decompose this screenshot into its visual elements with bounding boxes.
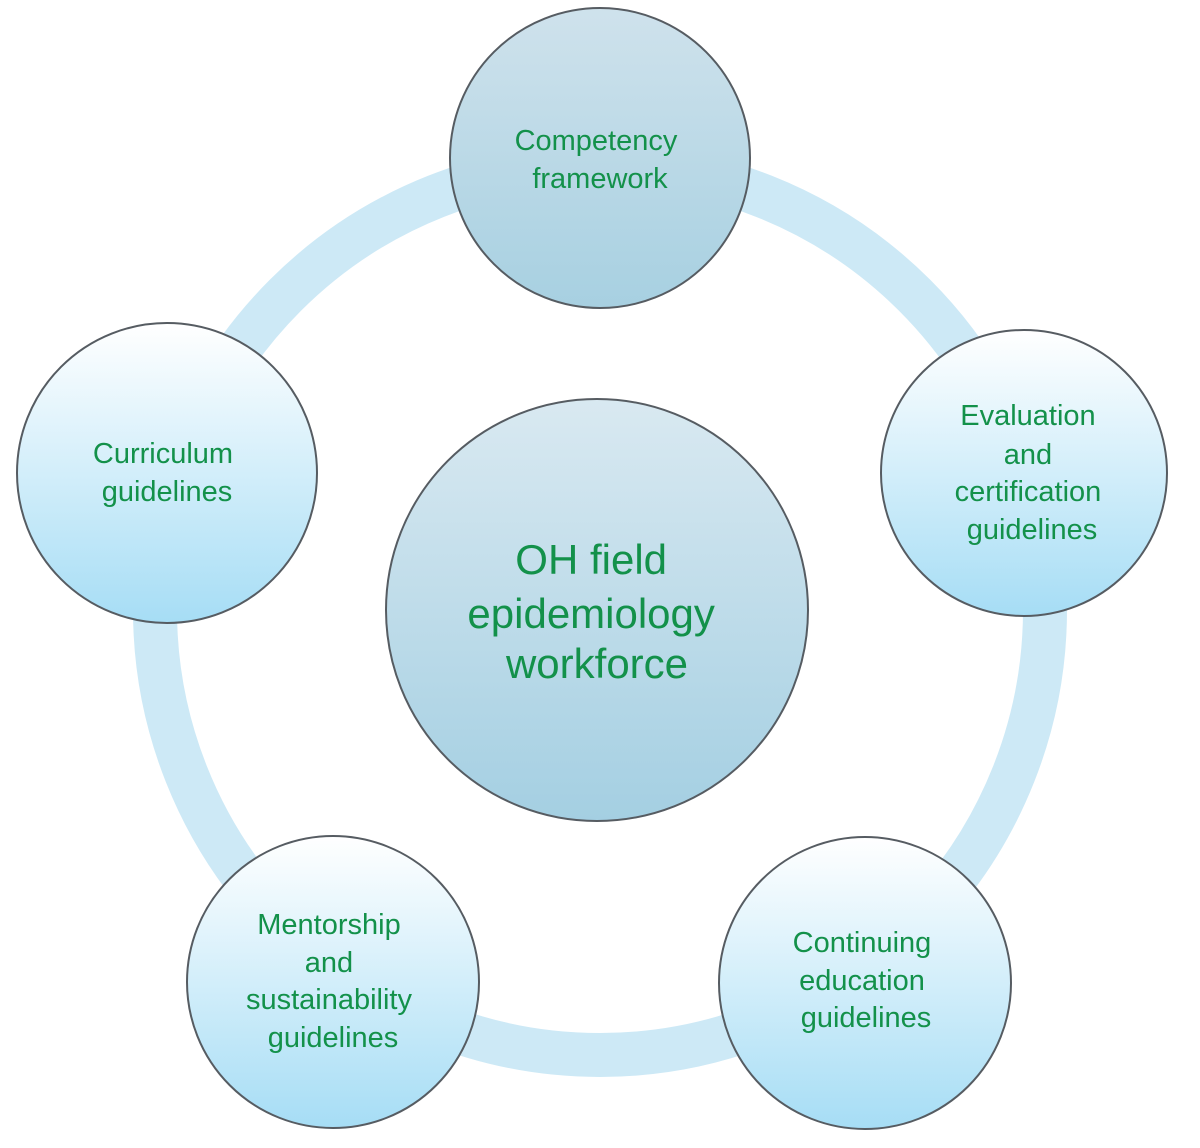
node-mentorship-sustainability: Mentorship and sustainability guidelines [186, 835, 480, 1129]
node-label-line: Evaluation [960, 400, 1095, 432]
node-evaluation-label: Evaluation and certification guidelines [955, 400, 1110, 546]
node-continuing-education: Continuing education guidelines [718, 836, 1012, 1130]
node-label-line: Mentorship [257, 909, 400, 941]
node-continuing-label: Continuing education guidelines [793, 927, 940, 1034]
node-label-line: certification [955, 476, 1102, 508]
node-label-line: framework [532, 163, 668, 195]
node-curriculum-circle [16, 322, 318, 624]
center-label-line: epidemiology [467, 590, 715, 637]
node-label-line: sustainability [246, 984, 413, 1016]
node-label-line: Competency [515, 125, 678, 157]
node-evaluation-certification: Evaluation and certification guidelines [880, 329, 1168, 617]
node-curriculum-label: Curriculum guidelines [93, 438, 241, 508]
center-label-line: workforce [505, 640, 688, 687]
node-mentorship-label: Mentorship and sustainability guidelines [246, 909, 420, 1054]
node-curriculum-guidelines: Curriculum guidelines [16, 322, 318, 624]
node-label-line: guidelines [801, 1002, 932, 1034]
node-label-line: and [305, 947, 353, 979]
node-competency-label: Competency framework [515, 125, 686, 195]
node-mentorship-circle [186, 835, 480, 1129]
center-label-line: OH field [515, 536, 667, 583]
node-continuing-circle [718, 836, 1012, 1130]
node-label-line: Curriculum [93, 438, 233, 470]
center-node-circle [385, 398, 809, 822]
node-label-line: and [1004, 439, 1052, 471]
node-label-line: guidelines [102, 476, 233, 508]
center-node: OH field epidemiology workforce [385, 398, 809, 822]
node-label-line: education [799, 965, 925, 997]
node-competency-framework: Competency framework [449, 7, 751, 309]
node-label-line: Continuing [793, 927, 932, 959]
node-evaluation-circle [880, 329, 1168, 617]
node-label-line: guidelines [268, 1022, 399, 1054]
center-node-label: OH field epidemiology workforce [467, 536, 726, 687]
node-label-line: guidelines [967, 514, 1098, 546]
node-competency-circle [449, 7, 751, 309]
